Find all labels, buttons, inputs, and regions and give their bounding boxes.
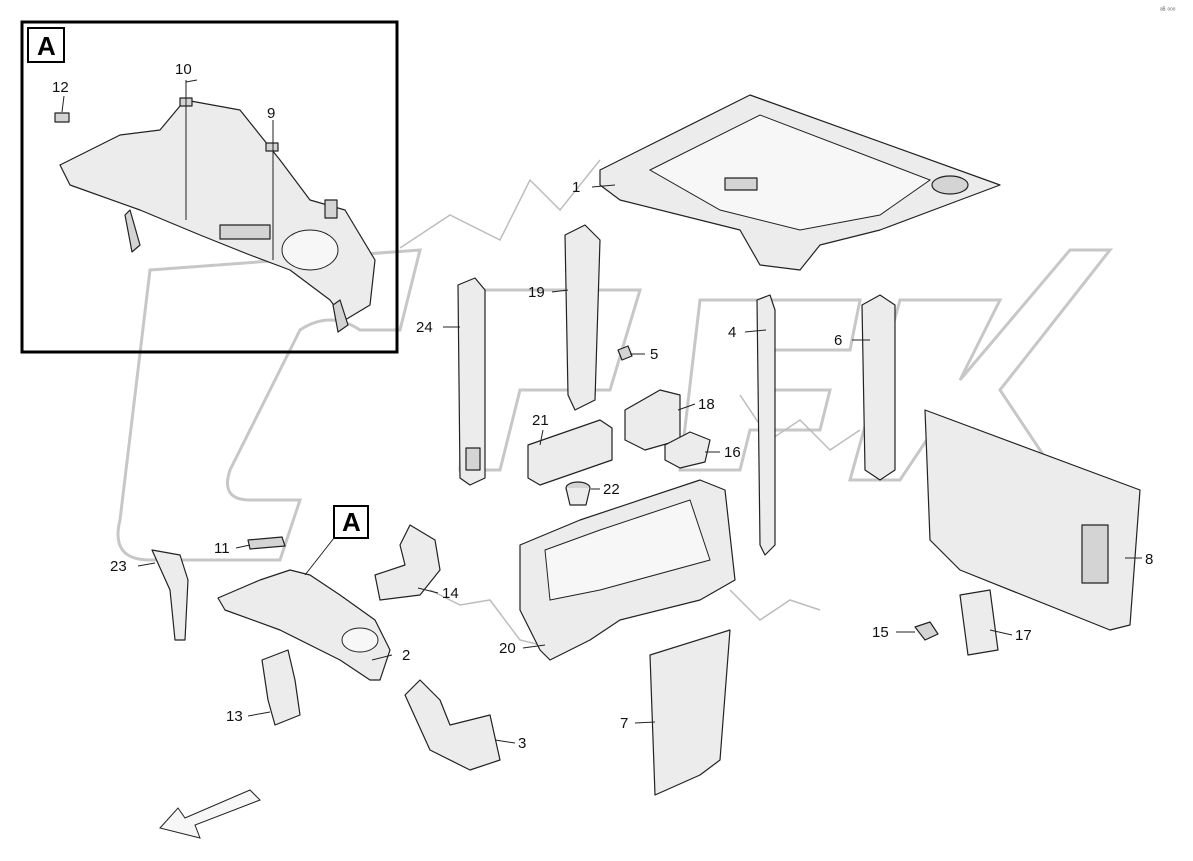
- main-tag-box: [333, 505, 369, 539]
- part-1-headliner: [599, 94, 1001, 271]
- callout-20: 20: [499, 640, 516, 657]
- detail-label-plate: [219, 224, 271, 240]
- callout-5: 5: [650, 346, 658, 363]
- part-23-bracket: [151, 549, 189, 641]
- callout-10: 10: [175, 61, 192, 78]
- part-4-trim-strip: [756, 294, 776, 556]
- part-22-cup: [565, 481, 591, 506]
- callout-13: 13: [226, 708, 243, 725]
- callout-16: 16: [724, 444, 741, 461]
- callout-2: 2: [402, 647, 410, 664]
- part-13-air-duct: [261, 649, 301, 726]
- callout-6: 6: [834, 332, 842, 349]
- callout-19: 19: [528, 284, 545, 301]
- part-14-air-duct: [374, 524, 441, 601]
- part-15-fastener: [914, 621, 939, 641]
- part-2-trim-panel: [217, 569, 391, 681]
- part-17-plate: [959, 589, 999, 656]
- callout-11: 11: [214, 540, 230, 557]
- detail-view-a: A: [20, 20, 399, 354]
- part-5-screw: [617, 345, 633, 361]
- callout-17: 17: [1015, 627, 1032, 644]
- callout-1: 1: [572, 179, 580, 196]
- part-3-trim: [404, 679, 501, 771]
- callout-24: 24: [416, 319, 433, 336]
- callout-22: 22: [603, 481, 620, 498]
- corner-mark: ᵃᴮ ᵒᵒᵒ: [1160, 7, 1176, 14]
- part-7-lower-panel: [649, 629, 731, 796]
- callout-12: 12: [52, 79, 69, 96]
- part-19-pillar-trim: [564, 224, 601, 411]
- detail-tag-box: [27, 27, 65, 63]
- callout-3: 3: [518, 735, 526, 752]
- callouts: 1 2 3 4 5 6 7 8 9 10 11 12 13 14 15 16 1…: [52, 61, 1153, 752]
- part-6-pillar-trim: [861, 294, 896, 481]
- clip-9-part: [265, 142, 279, 152]
- callout-9: 9: [267, 105, 275, 122]
- part-20-side-trim: [519, 479, 736, 661]
- callout-21: 21: [532, 412, 549, 429]
- callout-23: 23: [110, 558, 127, 575]
- callout-18: 18: [698, 396, 715, 413]
- part-21-bracket: [527, 419, 613, 486]
- detail-tag: A: [37, 31, 56, 61]
- callout-8: 8: [1145, 551, 1153, 568]
- callout-7: 7: [620, 715, 628, 732]
- leader-lines: [137, 79, 1142, 744]
- main-tag: A: [342, 507, 361, 537]
- direction-arrow-icon: [159, 789, 261, 839]
- clip-12-part: [54, 112, 70, 123]
- callout-15: 15: [872, 624, 889, 641]
- callout-14: 14: [442, 585, 459, 602]
- part-24-pillar-trim: [457, 277, 486, 486]
- part-11-label-plate: [247, 536, 286, 550]
- part-16-cup-holder: [664, 431, 711, 469]
- part-8-rear-panel: [924, 409, 1141, 631]
- callout-4: 4: [728, 324, 736, 341]
